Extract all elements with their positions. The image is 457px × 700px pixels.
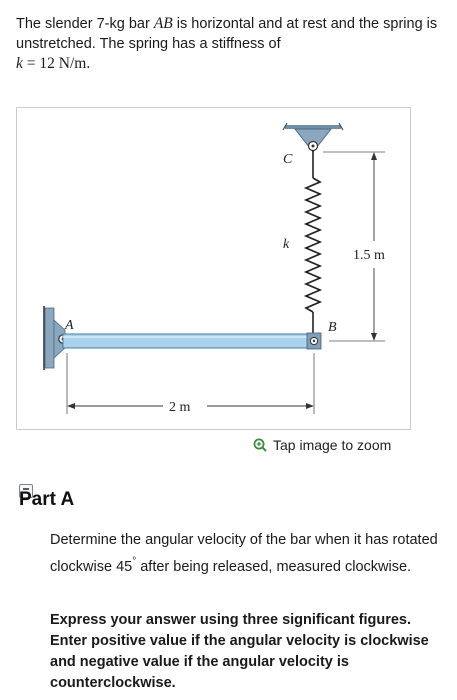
spring [303, 150, 323, 336]
bar-spring-diagram: C k 1.5 m A B 2 m [43, 122, 385, 415]
problem-text-1: The slender 7-kg bar [16, 16, 154, 32]
label-b: B [328, 320, 337, 335]
answer-instruction: Express your answer using three signific… [50, 612, 429, 691]
stiffness-value: = 12 [22, 55, 59, 72]
degree-symbol: ° [132, 556, 137, 567]
zoom-in-icon [253, 438, 267, 452]
horizontal-dimension [66, 353, 315, 414]
ceiling-support [282, 122, 344, 153]
problem-statement: The slender 7-kg bar AB is horizontal an… [16, 14, 441, 74]
label-a: A [64, 318, 74, 333]
problem-text-2: is horizontal and at rest and the spring… [16, 16, 438, 52]
bar-name: AB [153, 15, 173, 32]
question-text-2: after being released, measured clockwise… [136, 559, 412, 575]
vertical-dimension [323, 151, 385, 342]
part-title: Part A [19, 489, 75, 510]
zoom-label: Tap image to zoom [273, 437, 392, 453]
problem-figure[interactable]: C k 1.5 m A B 2 m [16, 107, 411, 430]
problem-period: . [86, 55, 91, 72]
bar-ab [62, 332, 322, 350]
stiffness-symbol: k [16, 55, 23, 72]
stiffness-unit: N/m [58, 55, 87, 72]
label-k: k [283, 237, 290, 252]
collapse-icon[interactable] [19, 484, 33, 498]
tap-to-zoom[interactable]: Tap image to zoom [253, 437, 391, 453]
label-1-5-m: 1.5 m [353, 248, 385, 263]
part-question: Determine the angular velocity of the ba… [50, 530, 445, 578]
label-2-m: 2 m [169, 400, 191, 415]
question-text-1: Determine the angular velocity of the ba… [50, 532, 438, 575]
label-c: C [283, 152, 293, 167]
